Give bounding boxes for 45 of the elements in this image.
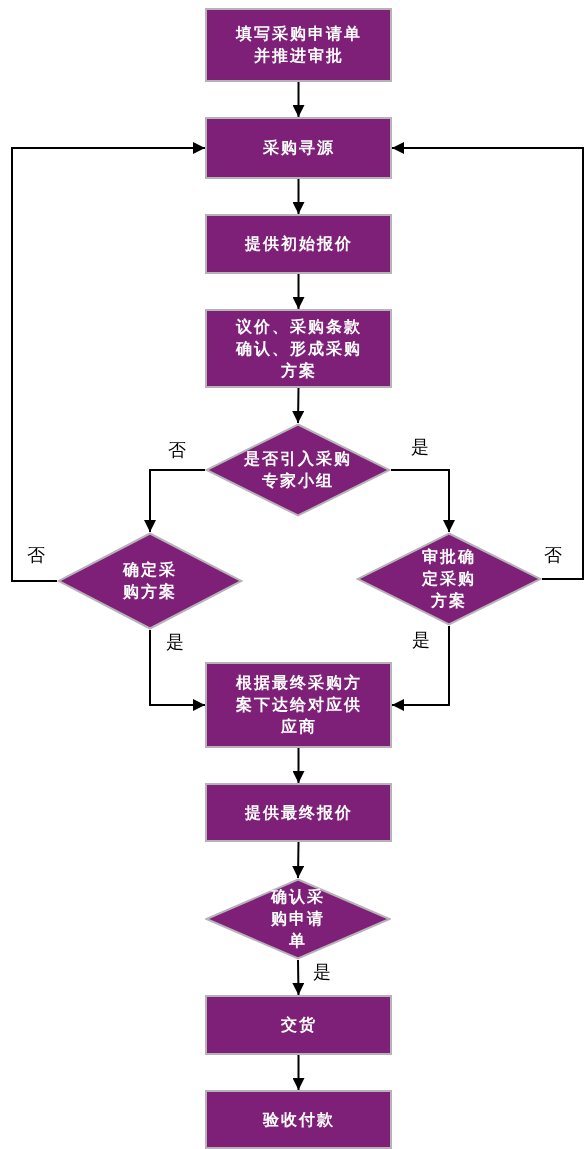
arrow (292, 959, 305, 996)
process-box (205, 783, 392, 842)
decision-text: 是否引入采购专家小组 (243, 448, 353, 492)
decision-text: 审批确定采购方案 (421, 546, 477, 612)
process-box (205, 8, 392, 82)
step-text: 提供初始报价 (243, 233, 354, 255)
step-text: 验收付款 (261, 1108, 336, 1131)
edge-label: 是 (410, 437, 430, 457)
decision-text: 确定采购方案 (122, 559, 178, 603)
decision-diamond (205, 878, 391, 960)
arrow (390, 469, 455, 533)
decision-text: 确认采购申请单 (270, 886, 326, 952)
step-text: 根据最终采购方案下达给对应供应商 (234, 672, 363, 738)
process-box (205, 117, 392, 179)
arrow (292, 81, 305, 118)
arrow (149, 629, 206, 711)
process-box (205, 214, 392, 274)
edge-label: 是 (312, 962, 332, 982)
arrow (292, 387, 305, 424)
arrow (144, 469, 206, 533)
decision-diamond (57, 532, 243, 630)
arrow (292, 747, 305, 784)
step-text: 填写采购申请单并推进审批 (234, 23, 363, 67)
arrow (292, 841, 305, 879)
arrow (11, 142, 206, 582)
edge-label: 是 (411, 630, 431, 650)
arrow (391, 625, 450, 711)
edge-label: 否 (167, 440, 187, 460)
process-box (205, 309, 392, 388)
edge-label: 否 (543, 545, 563, 565)
decision-diamond (205, 423, 391, 517)
decision-diamond (356, 532, 542, 626)
arrow (292, 178, 305, 215)
step-text: 交货 (279, 1014, 318, 1036)
process-box (205, 1090, 392, 1149)
step-text: 议价、采购条款确认、形成采购方案 (234, 315, 363, 382)
edge-label: 是 (165, 632, 185, 652)
edge-label: 否 (26, 545, 46, 565)
step-text: 采购寻源 (261, 137, 336, 159)
process-box (205, 662, 392, 748)
step-text: 提供最终报价 (243, 801, 354, 824)
arrow (292, 273, 305, 310)
arrow (292, 1054, 305, 1091)
arrow (391, 142, 584, 580)
process-box (205, 995, 392, 1055)
